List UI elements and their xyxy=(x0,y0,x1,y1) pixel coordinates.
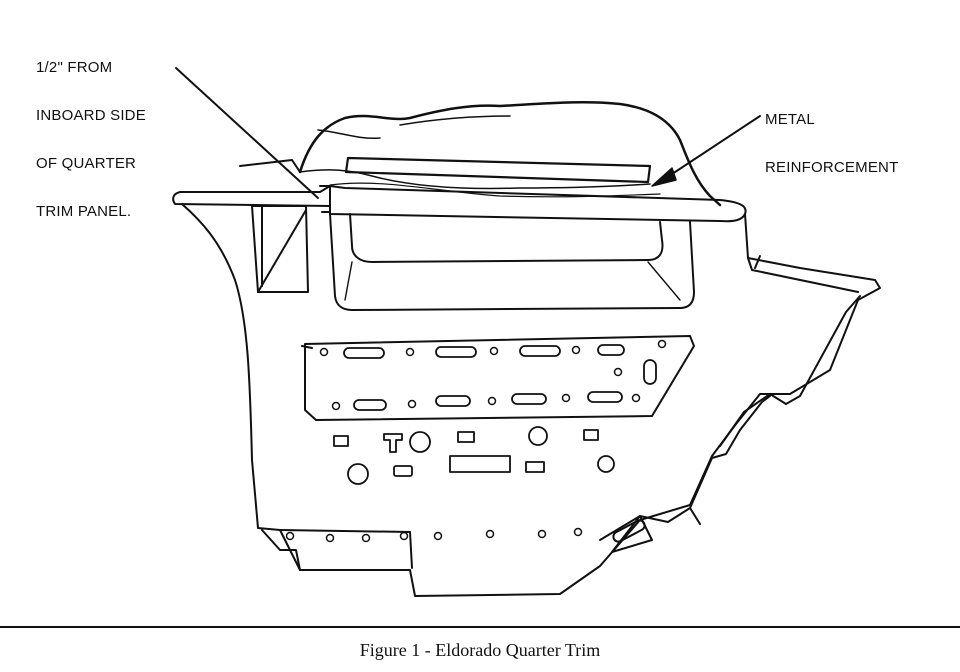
inboard-flag xyxy=(319,185,331,213)
inboard-callout-line-3: OF QUARTER xyxy=(36,155,137,172)
center-pocket-outer xyxy=(329,213,695,311)
plate-holes xyxy=(319,339,667,411)
bottom-step xyxy=(261,529,413,571)
panel-top-rim xyxy=(172,185,747,223)
rear-channel-inner xyxy=(719,295,861,447)
panel-outer-outline xyxy=(181,159,881,597)
inboard-leader-line xyxy=(175,67,319,199)
inboard-callout-line-2: INBOARD SIDE xyxy=(36,107,146,124)
metal-reinforcement-bar xyxy=(344,156,652,184)
reinforcement-callout-line-2: REINFORCEMENT xyxy=(765,159,899,176)
fabric-fold xyxy=(299,115,651,190)
left-pocket xyxy=(251,205,309,293)
inboard-callout-line-1: 1/2" FROM xyxy=(36,59,113,76)
rear-bracket-edge xyxy=(747,255,859,293)
inboard-callout-label: 1/2" FROM INBOARD SIDE OF QUARTER TRIM P… xyxy=(36,28,146,236)
inboard-callout-line-4: TRIM PANEL. xyxy=(36,203,132,220)
plate-slots xyxy=(343,344,657,411)
bottom-holes xyxy=(285,527,583,543)
reinforcement-callout-line-1: METAL xyxy=(765,111,815,128)
rear-channel xyxy=(599,395,771,553)
figure-caption: Figure 1 - Eldorado Quarter Trim xyxy=(359,640,601,660)
lower-cutouts xyxy=(333,426,615,485)
caption-rule xyxy=(0,626,960,628)
rear-slot xyxy=(612,519,646,543)
center-pocket-inner xyxy=(349,213,664,263)
reinforcement-leader-line xyxy=(665,115,761,179)
center-pocket-floor xyxy=(344,261,681,301)
reinforcement-callout-label: METAL REINFORCEMENT xyxy=(765,80,898,192)
fabric-cover xyxy=(298,101,722,207)
perforated-plate xyxy=(301,335,695,421)
reinforcement-arrowhead xyxy=(651,167,677,187)
